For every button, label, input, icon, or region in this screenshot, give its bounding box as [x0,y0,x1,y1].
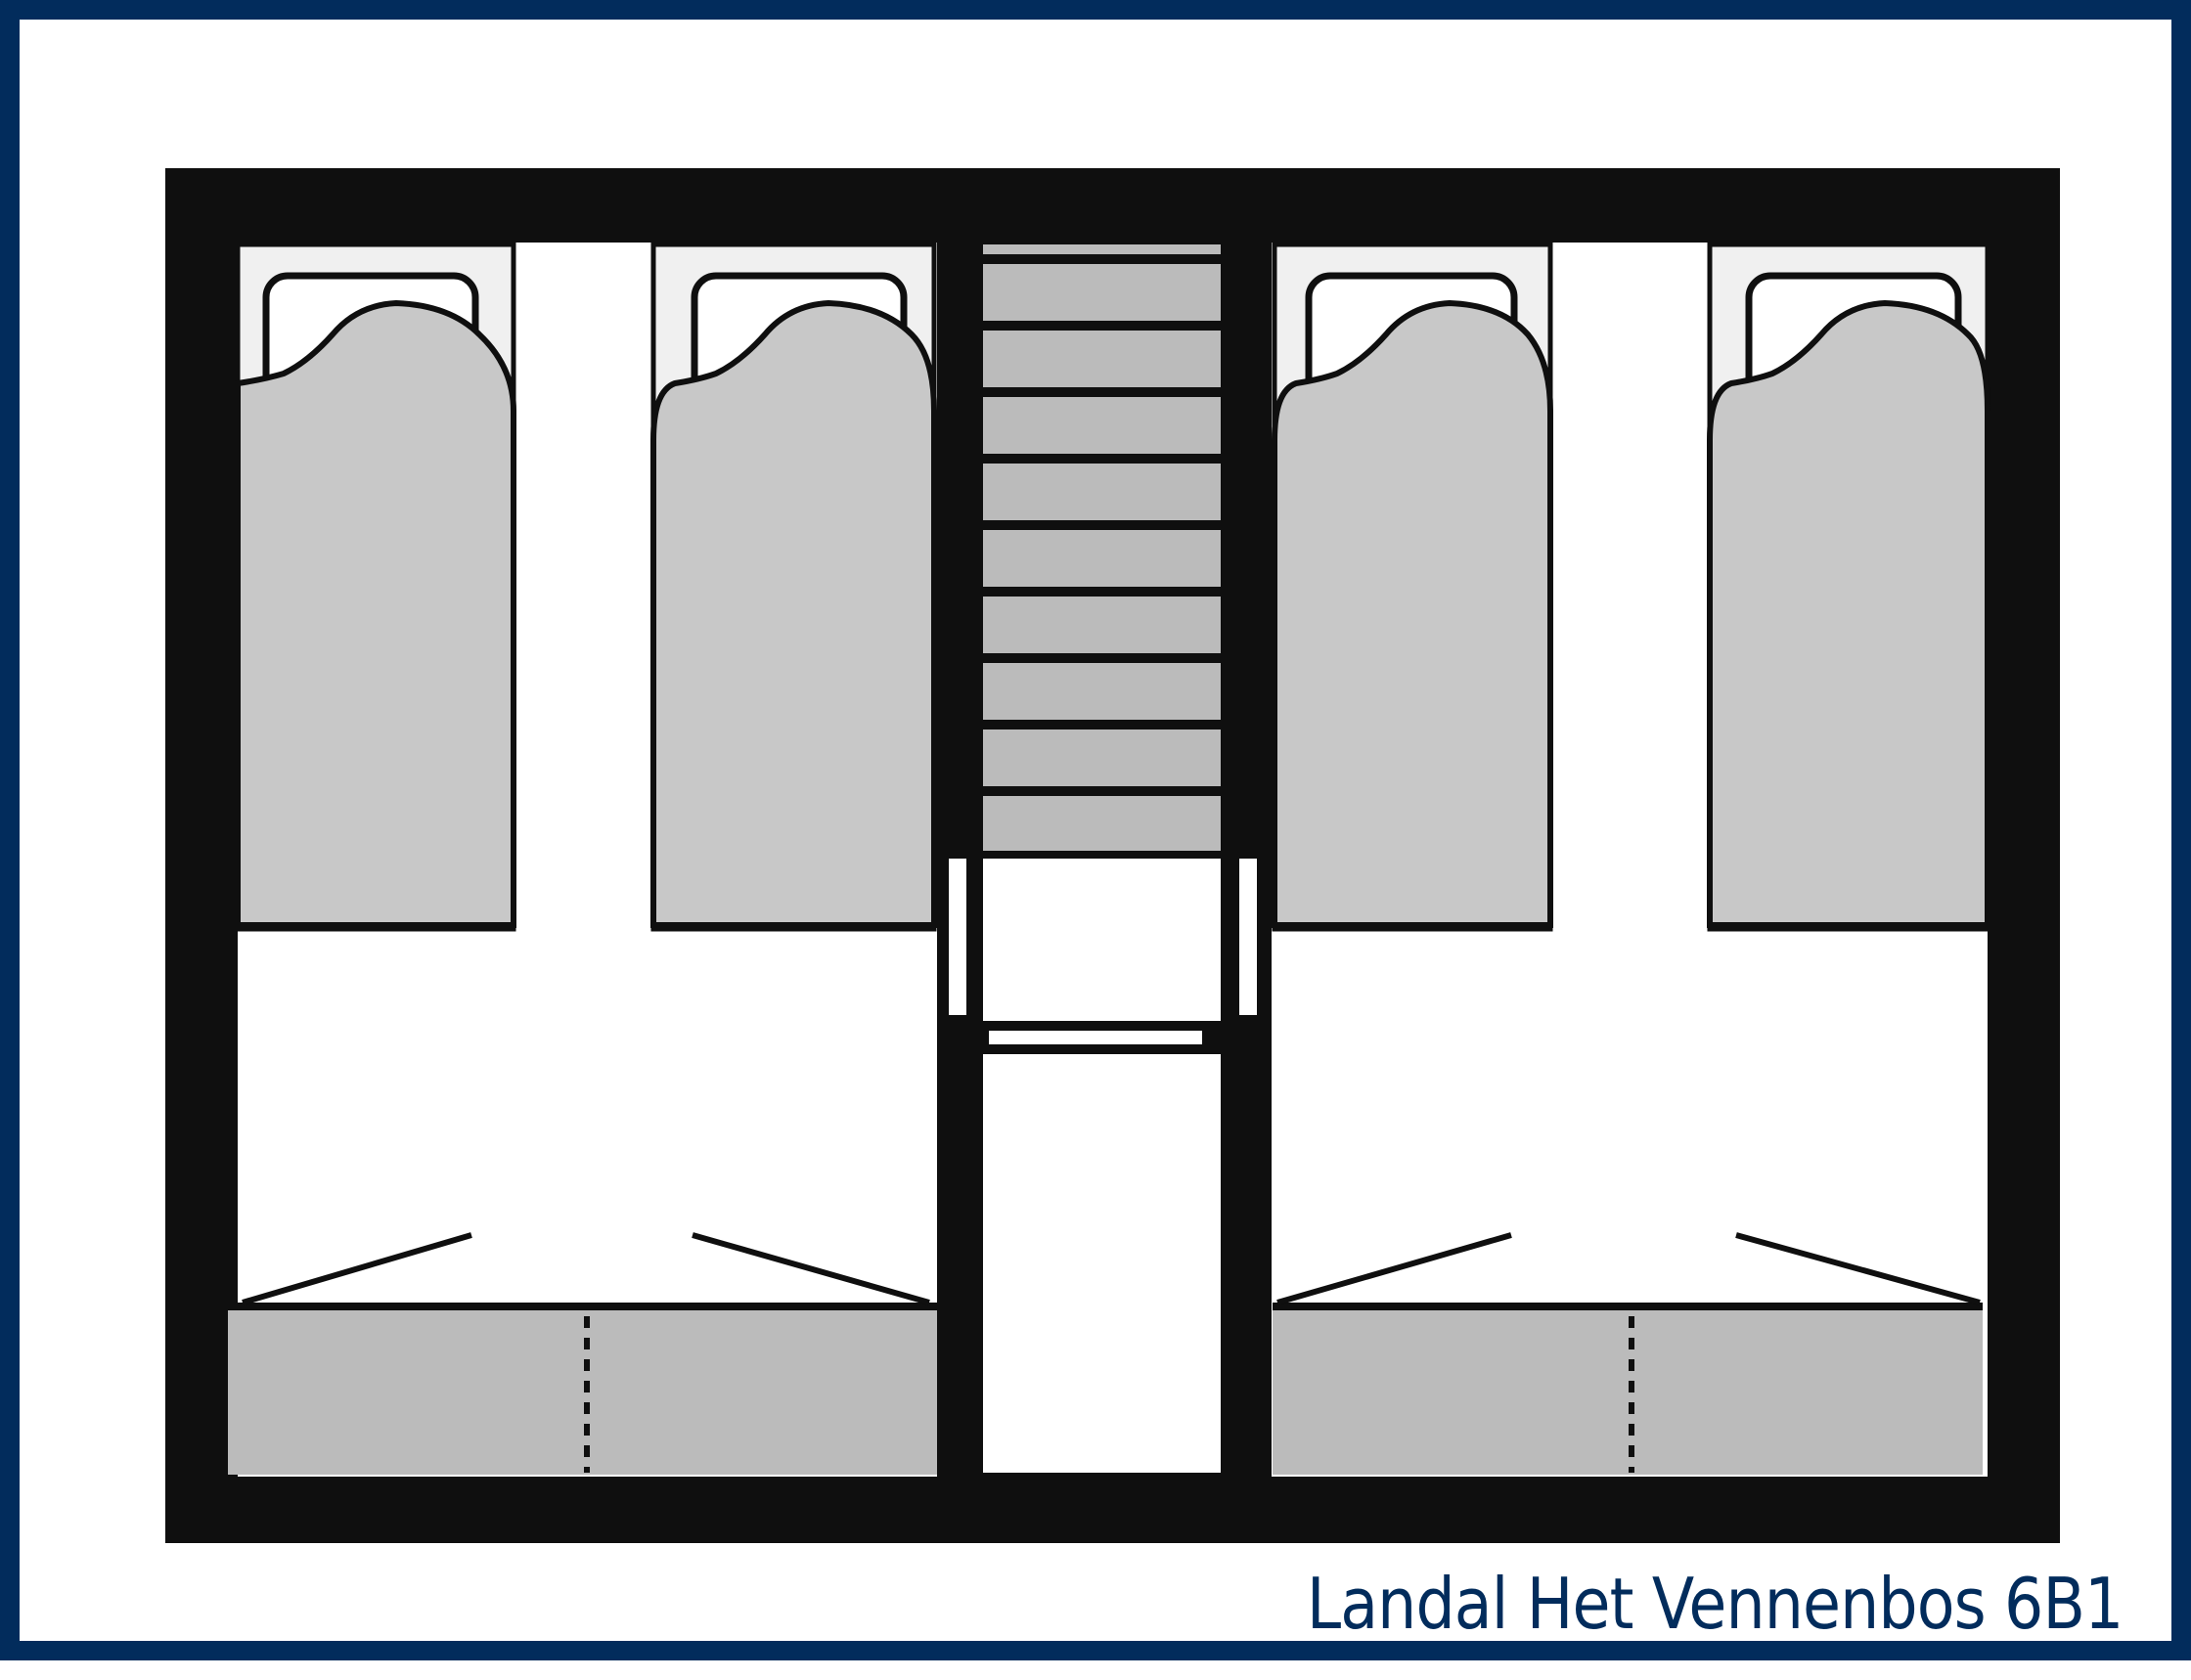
bathroom [983,1054,1221,1473]
left-wardrobe [228,1232,937,1475]
landing [983,859,1221,1021]
caption-title: Landal Het Vennenbos 6B1 [1306,1563,2124,1645]
bed-1 [235,242,516,932]
bed-4 [1707,242,1990,932]
right-door-opening [1239,859,1257,1015]
bed-3 [1272,242,1553,932]
staircase [981,243,1223,856]
bed-2 [650,242,937,932]
right-wardrobe [1273,1232,1983,1475]
floorplan-drawing [165,168,2060,1543]
left-door-opening [949,859,966,1015]
bathroom-door [989,1031,1202,1044]
